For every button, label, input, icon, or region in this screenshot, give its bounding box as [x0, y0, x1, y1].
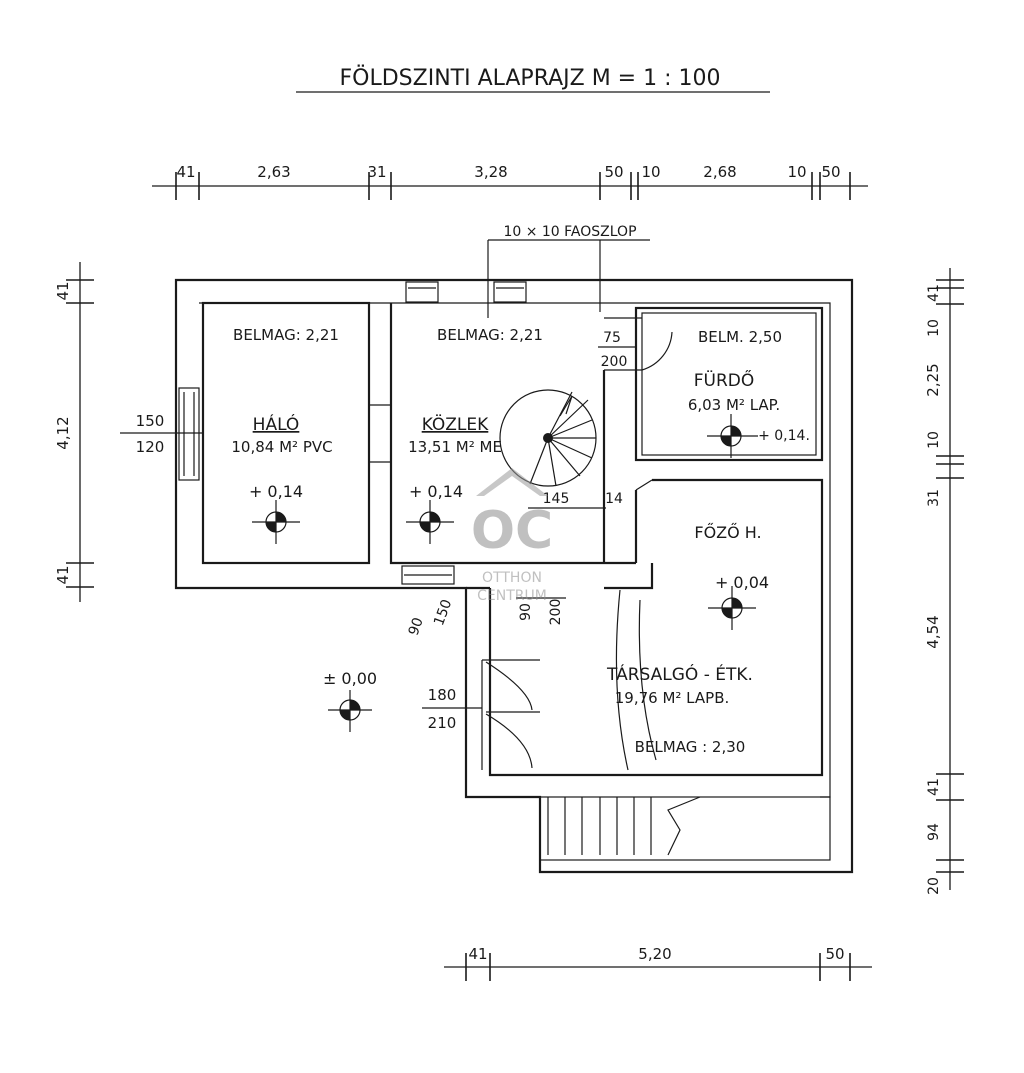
- left-dimension-chain: 41 4,12 41: [54, 262, 94, 602]
- top-dim-label: 31: [367, 163, 386, 181]
- bottom-dim-label: 5,20: [638, 945, 671, 963]
- level-mark-symbol: [252, 500, 300, 544]
- door-opening-label: 200: [548, 599, 564, 626]
- window-height-label: 120: [136, 438, 165, 456]
- left-dim-label: 41: [54, 565, 72, 584]
- door-height-label: 200: [601, 354, 628, 370]
- bottom-dimension-chain: 41 5,20 50: [444, 945, 872, 981]
- room-height-label: BELMAG : 2,30: [635, 738, 746, 756]
- room-height-label: BELMAG: 2,21: [437, 326, 543, 344]
- plan-annotations: 150 120 75 200 145 14 90 150 90 200 180 …: [120, 330, 636, 732]
- exterior-level-label: ± 0,00: [323, 669, 377, 688]
- room-name: FÜRDŐ: [694, 369, 755, 391]
- column-label: 10 × 10 FAOSZLOP: [503, 224, 636, 240]
- right-dim-label: 41: [926, 778, 942, 796]
- level-mark-symbol: [708, 586, 756, 630]
- plan-title: FÖLDSZINTI ALAPRAJZ M = 1 : 100: [340, 65, 721, 91]
- door-width-label: 75: [603, 330, 621, 346]
- doors: [481, 317, 673, 771]
- room-area: 6,03 M² LAP.: [688, 396, 780, 414]
- stair-wall-label: 14: [605, 491, 623, 507]
- window-width-label: 150: [136, 412, 165, 430]
- column-callout: 10 × 10 FAOSZLOP: [487, 224, 650, 318]
- top-dim-label: 3,28: [474, 163, 507, 181]
- top-dimension-chain: 41 2,63 31 3,28 50 10 2,68 10 50: [152, 163, 868, 200]
- room-fozo: FŐZŐ H. + 0,04: [694, 522, 769, 592]
- room-kozlek: BELMAG: 2,21 KÖZLEK 13,51 M² ME + 0,14: [408, 326, 543, 501]
- top-dim-label: 50: [821, 163, 840, 181]
- room-area: 10,84 M² PVC: [231, 438, 332, 456]
- door-opening-label: 90: [518, 603, 534, 621]
- right-dim-label: 2,25: [924, 363, 942, 396]
- right-dim-label: 10: [926, 319, 942, 337]
- room-halo: BELMAG: 2,21 HÁLÓ 10,84 M² PVC + 0,14: [231, 326, 339, 501]
- top-dim-label: 50: [604, 163, 623, 181]
- room-name: KÖZLEK: [422, 413, 489, 435]
- level-markers: [252, 414, 758, 732]
- room-height-label: BELM. 2,50: [698, 328, 782, 346]
- watermark-logo-text: OC: [471, 501, 553, 561]
- level-mark-symbol: [707, 414, 758, 458]
- left-dim-label: 4,12: [54, 416, 72, 449]
- left-dim-label: 41: [54, 281, 72, 300]
- right-dim-label: 94: [926, 823, 942, 841]
- spiral-staircase: [499, 389, 597, 487]
- top-dim-label: 2,68: [703, 163, 736, 181]
- right-dim-label: 4,54: [924, 615, 942, 648]
- bottom-dim-label: 41: [468, 945, 487, 963]
- top-dim-label: 10: [787, 163, 806, 181]
- level-mark-symbol: [328, 690, 372, 732]
- otthon-centrum-watermark: OC OTTHON CENTRUM: [471, 468, 553, 604]
- right-dim-label: 41: [926, 284, 942, 302]
- watermark-line1: OTTHON: [482, 570, 542, 586]
- level-mark-symbol: [406, 500, 454, 544]
- right-dim-label: 20: [926, 877, 942, 895]
- room-name: FŐZŐ H.: [694, 522, 761, 542]
- room-level: + 0,14: [249, 482, 303, 501]
- right-dim-label: 31: [926, 489, 942, 507]
- house-roof-logo: [476, 468, 548, 496]
- room-area: 13,51 M² ME: [408, 438, 502, 456]
- room-name: HÁLÓ: [253, 413, 300, 435]
- room-level: + 0,04: [715, 573, 769, 592]
- top-dim-label: 10: [641, 163, 660, 181]
- room-tarsalgo: TÁRSALGÓ - ÉTK. 19,76 M² LAPB. BELMAG : …: [606, 663, 753, 756]
- room-area: 19,76 M² LAPB.: [615, 689, 730, 707]
- entry-width-label: 180: [428, 686, 457, 704]
- room-name: TÁRSALGÓ - ÉTK.: [606, 663, 753, 685]
- top-dim-label: 2,63: [257, 163, 290, 181]
- door-opening-label: 90: [406, 616, 427, 638]
- windows: [178, 281, 527, 585]
- room-height-label: BELMAG: 2,21: [233, 326, 339, 344]
- bottom-dim-label: 50: [825, 945, 844, 963]
- right-dimension-chain: 10 41 2,25 10 31 4,54 41 94 20: [924, 268, 964, 895]
- top-dim-label: 41: [176, 163, 195, 181]
- door-opening-label: 150: [431, 597, 455, 628]
- room-level: + 0,14: [409, 482, 463, 501]
- stair-width-label: 145: [543, 491, 570, 507]
- entry-height-label: 210: [428, 714, 457, 732]
- watermark-line2: CENTRUM: [477, 588, 547, 604]
- building-walls: [174, 278, 854, 874]
- room-level: + 0,14.: [758, 428, 810, 444]
- room-furdo: BELM. 2,50 FÜRDŐ 6,03 M² LAP. + 0,14.: [688, 328, 810, 444]
- right-dim-label: 10: [926, 431, 942, 449]
